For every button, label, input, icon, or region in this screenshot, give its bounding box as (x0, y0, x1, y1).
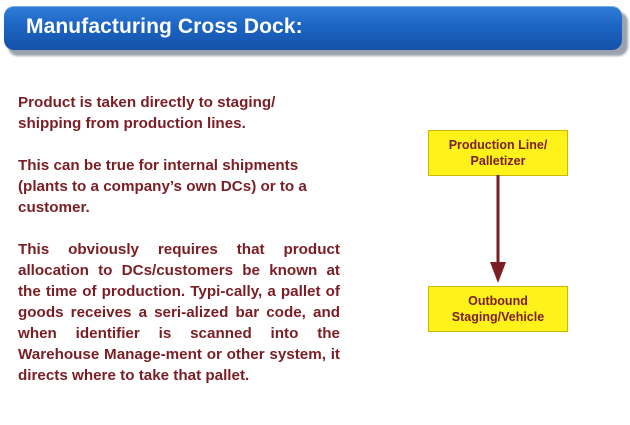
page-title: Manufacturing Cross Dock: (26, 15, 303, 38)
outbound-staging-box: Outbound Staging/Vehicle (428, 286, 568, 332)
staging-vehicle-label: Staging/Vehicle (451, 310, 545, 324)
title-banner: Manufacturing Cross Dock: (4, 6, 622, 50)
production-line-label: Production Line/ (448, 138, 548, 152)
paragraph-1: Product is taken directly to staging/ sh… (18, 94, 276, 132)
paragraph-3: This obviously requires that product all… (18, 241, 340, 384)
production-line-box: Production Line/ Palletizer (428, 130, 568, 176)
paragraph-2: This can be true for internal shipments … (18, 157, 307, 216)
palletizer-label: Palletizer (470, 154, 526, 168)
body-text: Product is taken directly to staging/ sh… (18, 92, 340, 407)
arrow-head (490, 262, 506, 283)
outbound-label: Outbound (468, 294, 528, 308)
